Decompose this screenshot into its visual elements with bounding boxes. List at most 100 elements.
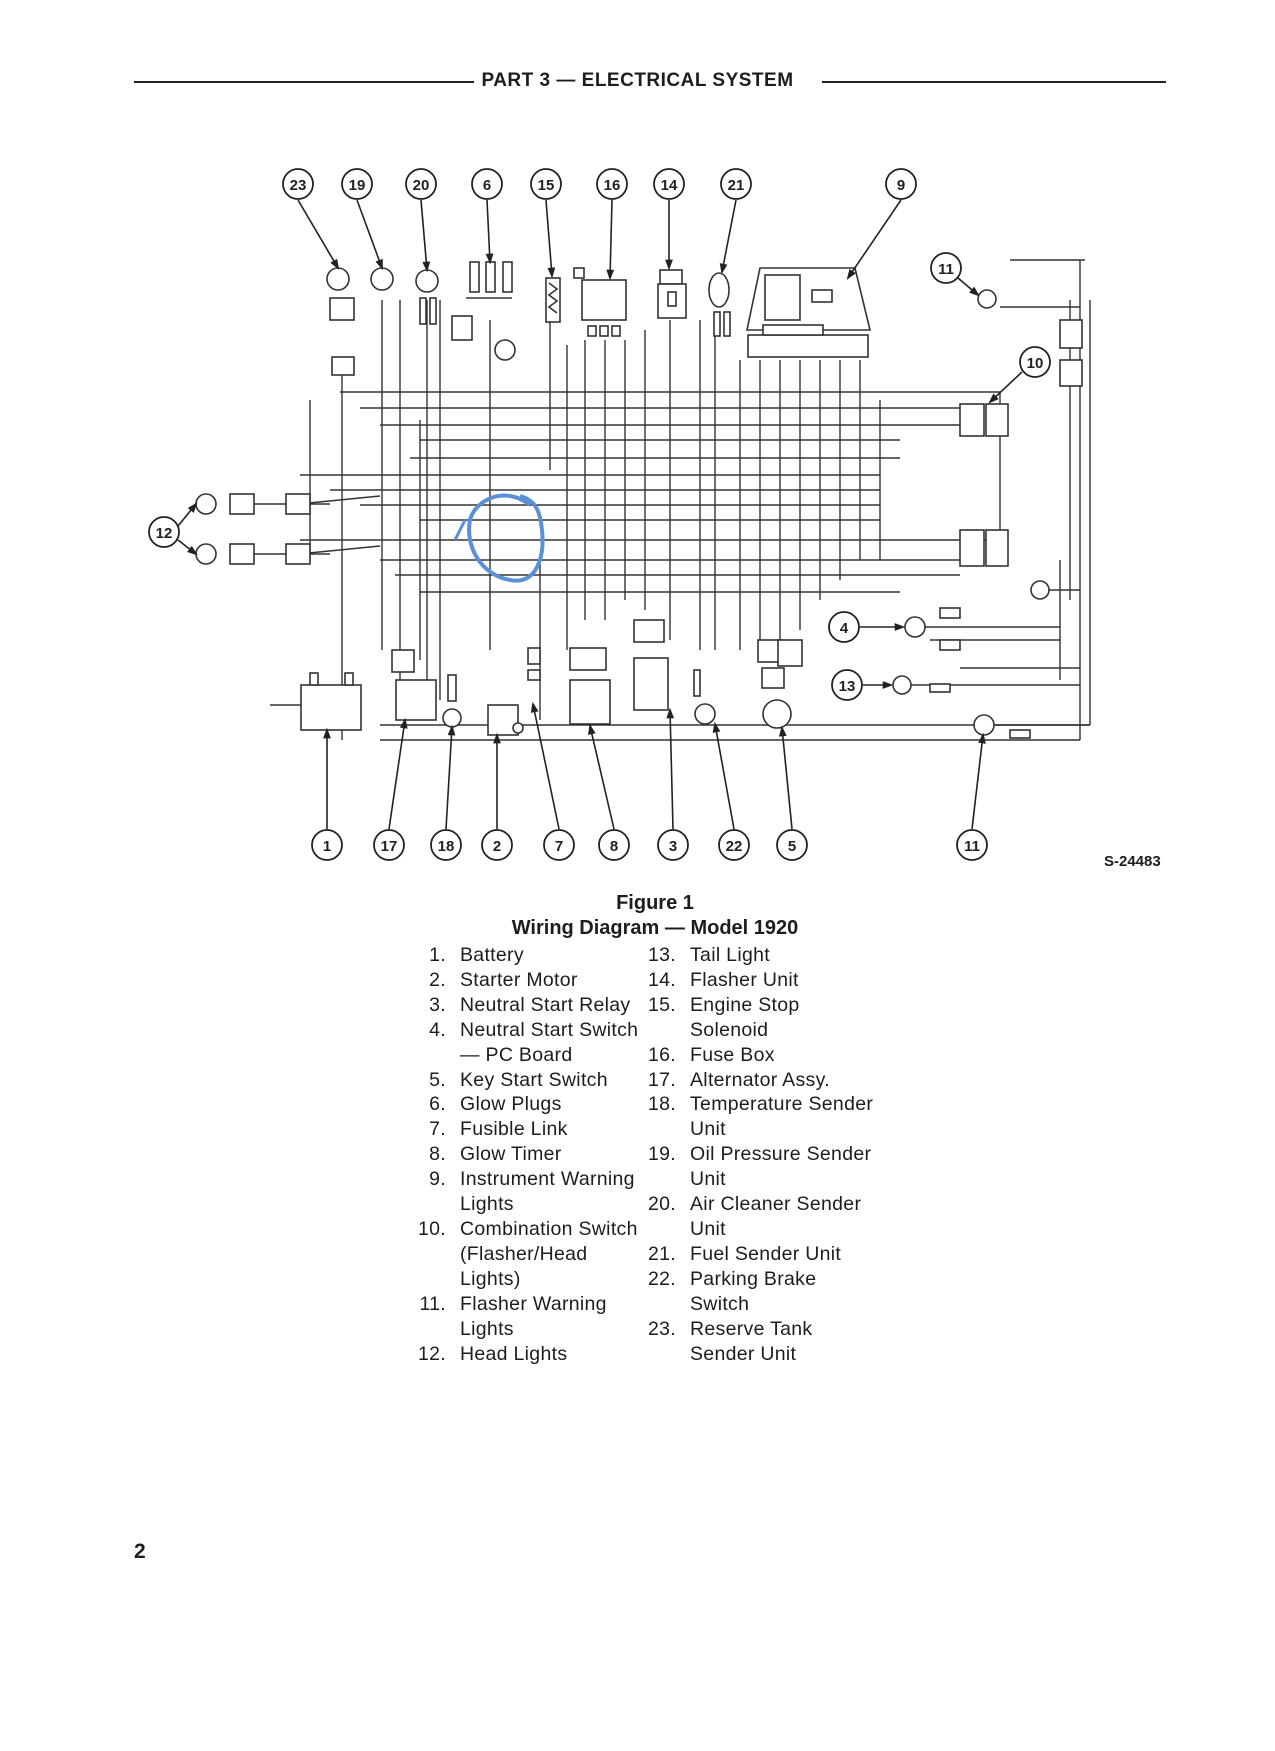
callout-8-label: 8: [610, 838, 618, 855]
leader-line: [971, 734, 984, 830]
arrowhead: [665, 259, 673, 271]
gauge-window: [764, 274, 801, 321]
legend-number: 8.: [429, 1143, 446, 1166]
callout-14-circle: [653, 168, 685, 200]
head-light-upper: [195, 493, 217, 515]
legend-text: Flasher Unit: [690, 968, 799, 993]
legend-number: 18.: [647, 1093, 676, 1116]
callout-2-circle: [481, 829, 513, 861]
drawing-code: S-24483: [1104, 853, 1161, 870]
arrowhead: [399, 717, 408, 729]
oil-pressure-sender: [370, 267, 394, 291]
highlight-tail: [453, 519, 467, 541]
arrowhead: [882, 681, 894, 689]
legend-item: 6.Glow Plugs: [396, 1092, 638, 1117]
arrowhead: [778, 725, 787, 737]
arrowhead: [969, 286, 980, 297]
callout-4-circle: [828, 611, 860, 643]
legend-line: Reserve Tank: [690, 1317, 813, 1340]
legend-line: Tail Light: [690, 944, 770, 966]
legend-item: 1.Battery: [396, 943, 638, 968]
legend-text: Fuel Sender Unit: [690, 1242, 841, 1267]
relay-connector: [633, 619, 665, 643]
glow-plug: [469, 261, 480, 293]
callout-11-label: 11: [964, 838, 980, 855]
combination-switch-left: [959, 403, 985, 437]
arrowhead: [894, 623, 906, 631]
leader-line: [486, 199, 491, 263]
callout-13-circle: [831, 669, 863, 701]
legend-line: Neutral Start Switch: [460, 1018, 639, 1041]
legend-line: Fusible Link: [460, 1118, 568, 1141]
callout-7-label: 7: [555, 838, 563, 855]
wire: [298, 495, 381, 505]
callout-11-circle: [956, 829, 988, 861]
legend-item: 4.Neutral Start Switch— PC Board: [396, 1018, 638, 1068]
leader-line: [445, 726, 453, 830]
callout-7-circle: [543, 829, 575, 861]
leader-line: [420, 199, 428, 271]
legend-number: 2.: [429, 968, 446, 991]
callout-1-label: 1: [323, 838, 331, 855]
legend-item: 21.Fuel Sender Unit: [626, 1242, 873, 1267]
callout-19-label: 19: [349, 177, 366, 194]
wires: [243, 259, 1091, 741]
battery-post: [344, 672, 354, 686]
callout-11-label: 11: [938, 261, 954, 278]
legend-number: 13.: [647, 944, 676, 966]
callout-15-label: 15: [538, 177, 555, 194]
legend-line: Neutral Start Relay: [460, 993, 631, 1016]
legend-line: Sender Unit: [690, 1342, 797, 1365]
warning-lamps: [811, 289, 833, 303]
components: [195, 261, 1083, 739]
fusible-link: [527, 647, 541, 665]
air-cleaner-sender: [415, 269, 439, 293]
glow-plug: [502, 261, 513, 293]
arrowhead: [375, 258, 383, 271]
legend-item: 2. Starter Motor: [396, 968, 638, 993]
legend-line: Unit: [690, 1118, 726, 1141]
legend-item: 7. Fusible Link: [396, 1117, 638, 1142]
legend-number: 23.: [647, 1317, 676, 1340]
legend-line: Engine Stop: [690, 993, 800, 1016]
flasher-lead: [1009, 729, 1031, 739]
headlight-connector: [229, 543, 255, 565]
arrowhead: [846, 268, 856, 280]
legend-number: 7.: [429, 1118, 446, 1141]
arrowhead: [530, 701, 539, 713]
legend-item: 13. Tail Light: [626, 943, 873, 968]
reserve-tank-plug: [329, 297, 355, 321]
leader-line: [781, 727, 793, 830]
combination-switch-right: [985, 403, 1009, 437]
callout-2-label: 2: [493, 838, 501, 855]
flasher-tab: [659, 269, 683, 285]
callout-20-circle: [405, 168, 437, 200]
callout-16-label: 16: [604, 177, 621, 194]
legend-line: Combination Switch: [460, 1217, 638, 1240]
legend-number: 9.: [429, 1168, 446, 1191]
fuse-terminal: [611, 325, 621, 337]
wire: [298, 545, 381, 555]
callout-19-circle: [341, 168, 373, 200]
legend-item: 5.Key Start Switch: [396, 1068, 638, 1093]
key-start-switch: [762, 699, 792, 729]
legend-number: 19.: [647, 1143, 676, 1166]
callout-13-label: 13: [839, 678, 856, 695]
arrowhead: [187, 502, 198, 513]
legend-number: 17.: [647, 1068, 676, 1091]
legend-number: 20.: [647, 1193, 676, 1216]
callout-16-circle: [596, 168, 628, 200]
legend-line: Starter Motor: [460, 968, 578, 991]
